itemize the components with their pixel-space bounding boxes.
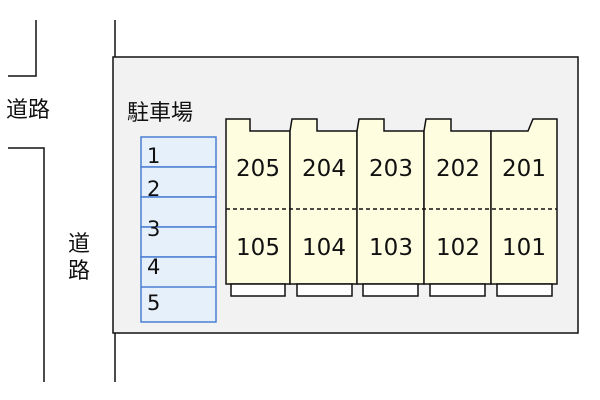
parking-space-5 — [140, 256, 217, 323]
parking-space-label: 3 — [147, 217, 161, 241]
unit-number: 205 — [236, 156, 280, 182]
parking-space-label: 2 — [147, 177, 161, 201]
unit-number: 201 — [502, 156, 546, 182]
parking-space-4 — [140, 226, 217, 258]
unit-number: 101 — [502, 235, 546, 261]
parking-space-3 — [140, 196, 217, 228]
road-label-side: 道路 — [67, 232, 90, 284]
unit-number: 105 — [236, 235, 280, 261]
balcony — [230, 283, 286, 297]
road-edge-left — [8, 147, 45, 382]
parking-space-1 — [140, 136, 217, 168]
unit-number: 203 — [369, 156, 413, 182]
unit-column-5 — [490, 118, 558, 285]
parking-lot-title: 駐車場 — [127, 101, 194, 126]
unit-number: 103 — [369, 235, 413, 261]
parking-lot — [140, 136, 217, 323]
unit-number: 102 — [436, 235, 480, 261]
unit-number: 104 — [302, 235, 346, 261]
unit-number: 204 — [302, 156, 346, 182]
balcony — [296, 283, 353, 297]
unit-number: 202 — [436, 156, 480, 182]
balcony — [362, 283, 419, 297]
parking-space-label: 4 — [147, 255, 161, 279]
parking-space-2 — [140, 166, 217, 198]
parking-space-label: 5 — [147, 291, 161, 315]
parking-space-label: 1 — [147, 144, 161, 168]
road-edge-top — [8, 20, 37, 77]
balcony — [496, 283, 553, 297]
apartment-building — [225, 118, 558, 297]
road-label-top: 道路 — [6, 98, 51, 123]
balcony — [429, 283, 486, 297]
